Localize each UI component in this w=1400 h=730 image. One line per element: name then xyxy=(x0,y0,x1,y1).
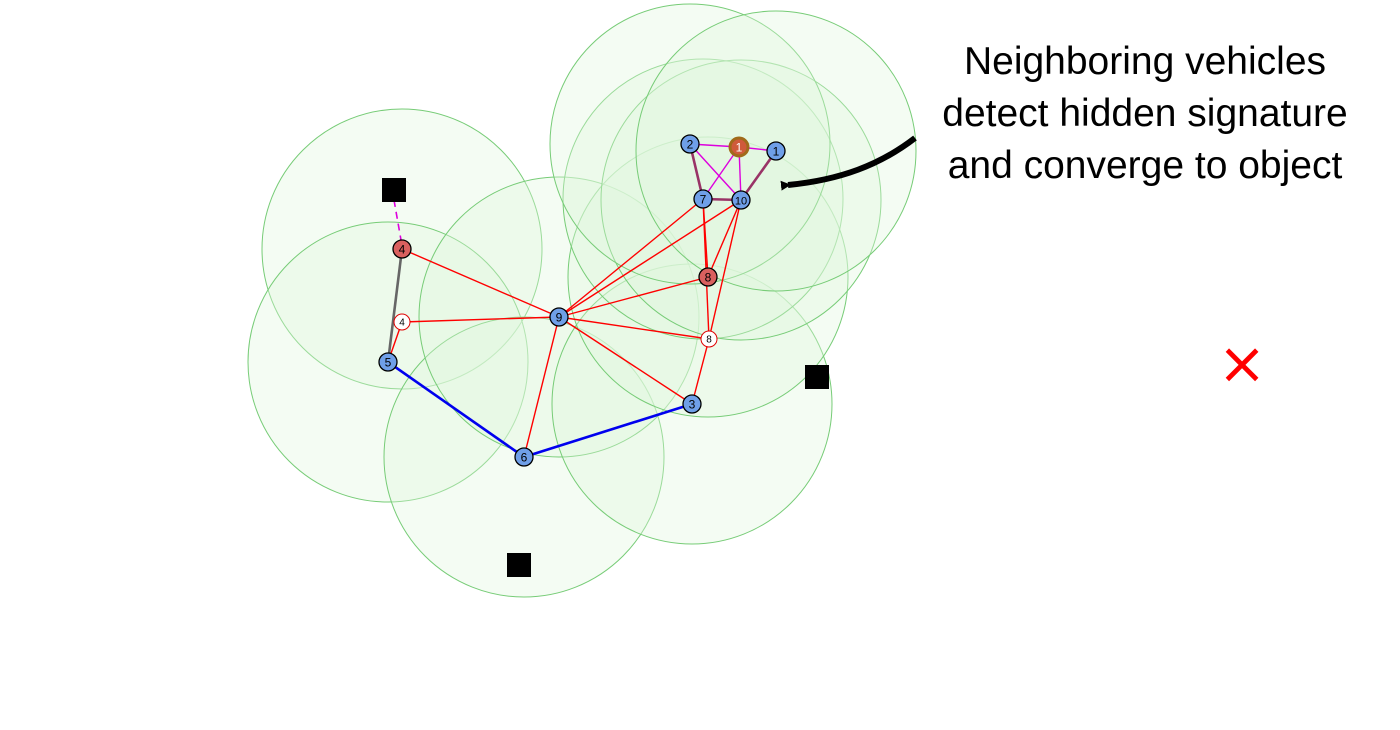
target-object xyxy=(507,553,531,577)
vehicle-label: 1 xyxy=(736,140,743,154)
link-n8g-n3 xyxy=(691,338,710,405)
vehicle-label: 4 xyxy=(399,318,405,329)
vehicle-marker xyxy=(514,447,534,467)
vehicle-marker xyxy=(682,394,702,414)
vehicle-n4g: 4 xyxy=(393,313,411,331)
vehicle-marker xyxy=(766,141,786,161)
vehicle-marker xyxy=(393,313,411,331)
annotation-text: Neighboring vehicles detect hidden signa… xyxy=(905,36,1385,192)
vehicle-n9: 9 xyxy=(549,307,569,327)
vehicle-n8: 8 xyxy=(698,267,718,287)
link-n10-n8 xyxy=(707,199,742,278)
detection-link-4 xyxy=(393,199,402,241)
target-object xyxy=(382,178,406,202)
link-n4-n5 xyxy=(386,248,404,363)
target-object xyxy=(805,365,829,389)
vehicle-marker xyxy=(700,330,718,348)
target-objects xyxy=(382,178,829,577)
vehicle-label: 8 xyxy=(705,270,712,284)
link-n1d-n7 xyxy=(702,146,740,200)
goal-marker: × xyxy=(1218,329,1267,397)
vehicle-label: 2 xyxy=(687,137,694,151)
link-n10-n8g xyxy=(708,199,742,340)
annotation-line-1: Neighboring vehicles xyxy=(963,40,1327,83)
link-n9-n6 xyxy=(523,316,560,458)
link-n9-n3 xyxy=(558,316,693,405)
link-n2-n10 xyxy=(689,143,742,201)
sensor-ranges xyxy=(247,3,917,598)
vehicle-n1d: 1 xyxy=(728,136,750,158)
vehicle-label: 3 xyxy=(689,397,696,411)
vehicle-marker xyxy=(680,134,700,154)
goal-cross-icon: × xyxy=(1218,329,1267,397)
link-n4g-n9 xyxy=(401,316,560,323)
vehicle-marker xyxy=(698,267,718,287)
communication-links xyxy=(386,143,778,459)
vehicle-marker xyxy=(728,136,750,158)
vehicle-marker xyxy=(549,307,569,327)
vehicle-n7: 7 xyxy=(693,189,713,209)
link-n9-n7 xyxy=(558,198,704,318)
vehicle-n1: 1 xyxy=(766,141,786,161)
vehicle-n2: 2 xyxy=(680,134,700,154)
vehicle-n8g: 8 xyxy=(700,330,718,348)
link-n5-n6 xyxy=(387,360,525,459)
annotation-line-3: and converge to object xyxy=(947,144,1343,187)
vehicle-label: 8 xyxy=(706,335,712,346)
vehicle-label: 1 xyxy=(773,144,780,158)
vehicle-n4: 4 xyxy=(392,239,412,259)
vehicle-marker xyxy=(731,190,751,210)
vehicle-label: 10 xyxy=(735,195,747,207)
vehicle-marker xyxy=(378,352,398,372)
vehicle-marker xyxy=(392,239,412,259)
vehicle-marker xyxy=(693,189,713,209)
vehicle-label: 7 xyxy=(700,192,707,206)
link-n9-n10 xyxy=(558,199,742,318)
vehicle-n10: 10 xyxy=(731,190,751,210)
vehicle-label: 4 xyxy=(399,242,406,256)
vehicle-n5: 5 xyxy=(378,352,398,372)
link-n9-n8 xyxy=(558,276,709,318)
annotation-line-2: detect hidden signature xyxy=(942,92,1348,135)
link-n10-n1 xyxy=(739,150,778,201)
vehicle-label: 6 xyxy=(521,450,528,464)
annotation-arrow xyxy=(780,135,917,191)
vehicle-label: 9 xyxy=(556,310,563,324)
vehicle-n6: 6 xyxy=(514,447,534,467)
link-n6-n3 xyxy=(523,402,693,459)
vehicles: 1 2 3 4 4 5 6 7 8 8 9 10 1 xyxy=(378,134,786,467)
link-n4-n9 xyxy=(401,248,560,318)
vehicle-n3: 3 xyxy=(682,394,702,414)
vehicle-label: 5 xyxy=(385,355,392,369)
link-n9-n8g xyxy=(558,316,710,340)
